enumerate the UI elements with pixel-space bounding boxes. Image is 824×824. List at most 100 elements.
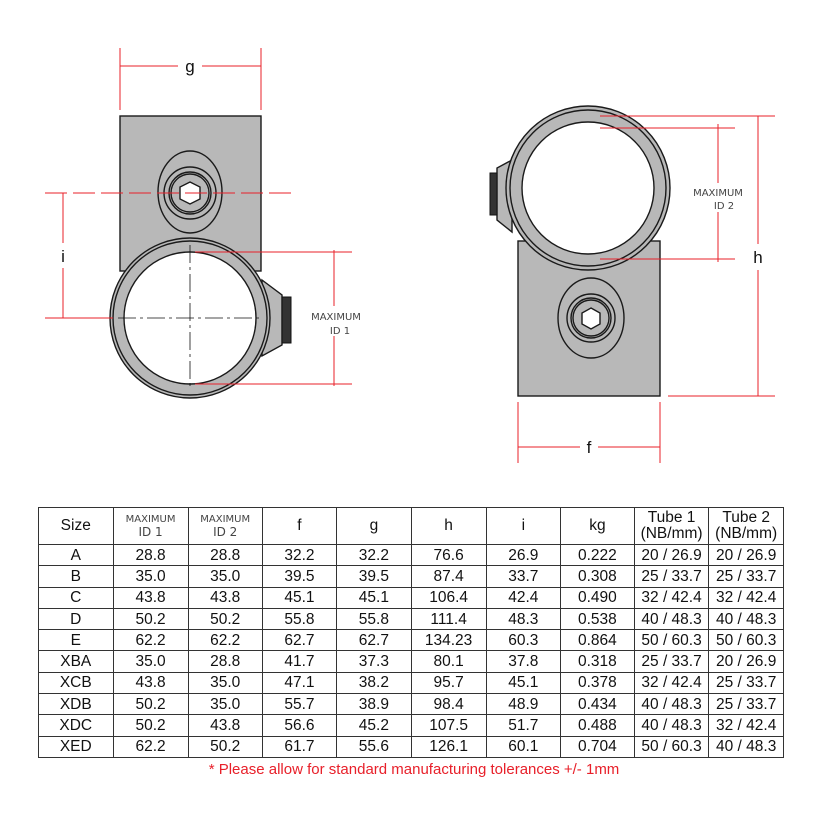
table-cell: 45.1	[261, 586, 338, 609]
col-size: Size	[38, 507, 114, 545]
col-kg: kg	[560, 507, 635, 545]
id1-label: ID 1	[330, 326, 350, 337]
table-cell: 45.1	[485, 671, 562, 695]
table-cell: 25 / 33.7	[633, 565, 710, 588]
id2-label: ID 2	[714, 201, 734, 212]
col-tube2: Tube 2(NB/mm)	[708, 507, 784, 545]
table-cell: 20 / 26.9	[708, 543, 784, 567]
max-label-2: MAXIMUM	[693, 188, 743, 199]
table-cell: 35.0	[187, 671, 263, 695]
table-cell: 87.4	[410, 565, 487, 588]
table-cell: 0.308	[560, 565, 635, 588]
table-cell: 61.7	[261, 735, 338, 758]
left-thread	[281, 296, 292, 344]
table-cell: 0.488	[560, 714, 635, 737]
table-cell: 35.0	[112, 650, 189, 673]
table-cell: 43.8	[112, 586, 189, 609]
table-cell: 20 / 26.9	[708, 650, 784, 673]
table-cell: 60.3	[485, 629, 562, 652]
right-thread	[489, 172, 498, 216]
table-cell: XED	[38, 735, 114, 758]
dim-label-h: h	[753, 248, 762, 267]
table-cell: 41.7	[261, 650, 338, 673]
table-cell: 48.9	[485, 693, 562, 716]
table-cell: A	[38, 543, 114, 567]
table-cell: 45.1	[336, 586, 412, 609]
table-cell: XDB	[38, 693, 114, 716]
table-cell: 76.6	[410, 543, 487, 567]
table-cell: 40 / 48.3	[633, 607, 710, 631]
table-cell: 50 / 60.3	[708, 629, 784, 652]
table-cell: 98.4	[410, 693, 487, 716]
table-cell: 50 / 60.3	[633, 735, 710, 758]
table-cell: XCB	[38, 671, 114, 695]
tolerance-footnote: * Please allow for standard manufacturin…	[208, 761, 620, 778]
table-cell: 50.2	[187, 607, 263, 631]
dim-label-i: i	[61, 247, 65, 266]
table-cell: 62.2	[112, 735, 189, 758]
table-cell: 28.8	[187, 543, 263, 567]
col-tube1-label: Tube 1	[647, 509, 696, 526]
col-id2-max: MAXIMUM	[200, 513, 251, 525]
table-cell: XBA	[38, 650, 114, 673]
table-cell: D	[38, 607, 114, 631]
table-cell: 50.2	[112, 714, 189, 737]
table-cell: 43.8	[112, 671, 189, 695]
table-cell: 55.8	[336, 607, 412, 631]
table-cell: 40 / 48.3	[633, 714, 710, 737]
table-cell: 47.1	[261, 671, 338, 695]
table-cell: 0.704	[560, 735, 635, 758]
hex-socket-icon	[581, 307, 601, 330]
table-cell: B	[38, 565, 114, 588]
table-cell: 134.23	[410, 629, 487, 652]
table-cell: 40 / 48.3	[708, 735, 784, 758]
table-cell: 62.7	[336, 629, 412, 652]
table-cell: 107.5	[410, 714, 487, 737]
table-cell: 55.8	[261, 607, 338, 631]
col-f: f	[261, 507, 338, 545]
col-tube1: Tube 1(NB/mm)	[633, 507, 710, 545]
table-cell: 37.3	[336, 650, 412, 673]
table-cell: 0.864	[560, 629, 635, 652]
table-cell: 50 / 60.3	[633, 629, 710, 652]
table-cell: 35.0	[187, 565, 263, 588]
table-cell: 62.7	[261, 629, 338, 652]
table-cell: 20 / 26.9	[633, 543, 710, 567]
col-tube1-unit: (NB/mm)	[640, 525, 703, 542]
table-cell: 80.1	[410, 650, 487, 673]
table-cell: 0.490	[560, 586, 635, 609]
table-cell: 39.5	[336, 565, 412, 588]
table-cell: 25 / 33.7	[708, 693, 784, 716]
table-cell: 25 / 33.7	[633, 650, 710, 673]
table-cell: 0.538	[560, 607, 635, 631]
max-label-1: MAXIMUM	[311, 312, 361, 323]
table-cell: 0.318	[560, 650, 635, 673]
table-cell: 126.1	[410, 735, 487, 758]
table-cell: 111.4	[410, 607, 487, 631]
col-id1-label: ID 1	[138, 524, 163, 539]
table-cell: 32.2	[261, 543, 338, 567]
col-id2-label: ID 2	[213, 524, 238, 539]
table-cell: 25 / 33.7	[708, 671, 784, 695]
table-cell: 28.8	[112, 543, 189, 567]
table-cell: 106.4	[410, 586, 487, 609]
table-cell: XDC	[38, 714, 114, 737]
table-cell: 0.434	[560, 693, 635, 716]
table-cell: 50.2	[187, 735, 263, 758]
table-cell: 62.2	[112, 629, 189, 652]
table-cell: 55.6	[336, 735, 412, 758]
dim-label-g: g	[185, 57, 194, 76]
table-cell: 32 / 42.4	[708, 714, 784, 737]
table-cell: 35.0	[112, 565, 189, 588]
table-cell: 38.9	[336, 693, 412, 716]
table-cell: 37.8	[485, 650, 562, 673]
table-cell: 60.1	[485, 735, 562, 758]
table-cell: 35.0	[187, 693, 263, 716]
